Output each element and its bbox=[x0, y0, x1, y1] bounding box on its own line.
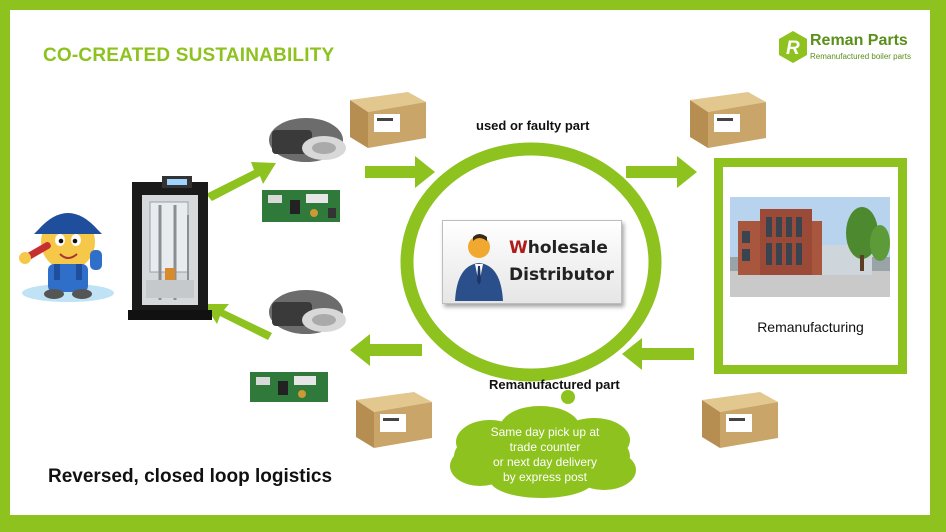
arrow-ring-to-bottom bbox=[350, 334, 422, 366]
box-top-left bbox=[350, 92, 426, 148]
cloud-line-1: Same day pick up at bbox=[490, 425, 600, 439]
pcb-part-bottom bbox=[250, 372, 328, 402]
factory-photo bbox=[730, 197, 890, 297]
page-title: CO-CREATED SUSTAINABILITY bbox=[43, 45, 335, 66]
arrow-top-to-box bbox=[365, 156, 435, 188]
diagram-graphics bbox=[19, 92, 778, 498]
cloud-line-3: or next day delivery bbox=[492, 455, 598, 469]
person-icon bbox=[455, 234, 503, 301]
cloud-bubble-small bbox=[561, 390, 575, 404]
delivery-cloud bbox=[450, 406, 636, 498]
reman-parts-logo: R Reman Parts Remanufactured boiler part… bbox=[778, 30, 928, 70]
distributor-first-letter: W bbox=[509, 238, 528, 258]
boiler-image bbox=[128, 176, 212, 320]
pcb-part-top bbox=[262, 190, 340, 222]
loop-ring bbox=[400, 142, 662, 382]
slide: CO-CREATED SUSTAINABILITY R Reman Parts … bbox=[10, 10, 930, 515]
arrow-bottom-to-boiler bbox=[204, 304, 272, 340]
distributor-line2: Distributor bbox=[509, 265, 614, 285]
remanufacturing-frame: Remanufacturing bbox=[714, 158, 907, 374]
delivery-cloud-text: Same day pick up at trade counter or nex… bbox=[465, 425, 625, 485]
wholesale-distributor-card: Wholesale Distributor bbox=[442, 220, 622, 304]
svg-text:R: R bbox=[786, 38, 800, 59]
footer-caption: Reversed, closed loop logistics bbox=[48, 466, 333, 487]
cloud-line-2: trade counter bbox=[509, 440, 581, 454]
fan-part-bottom bbox=[269, 290, 346, 334]
reman-part-label: Remanufactured part bbox=[489, 377, 620, 392]
arrow-ring-to-box bbox=[626, 156, 697, 188]
used-part-label: used or faulty part bbox=[476, 118, 590, 133]
remanufacturing-label: Remanufacturing bbox=[757, 319, 864, 335]
logo-name: Reman Parts bbox=[810, 32, 908, 49]
box-bottom-right bbox=[702, 392, 778, 448]
arrow-boiler-to-top bbox=[206, 162, 276, 201]
box-bottom-left bbox=[356, 392, 432, 448]
distributor-line1: holesale bbox=[527, 238, 608, 258]
cloud-line-4: by express post bbox=[502, 470, 588, 484]
fan-part-top bbox=[269, 118, 346, 162]
distributor-title: Wholesale Distributor bbox=[509, 235, 614, 289]
logo-mark-icon: R bbox=[779, 31, 807, 63]
box-top-right bbox=[690, 92, 766, 148]
plumber-mascot bbox=[19, 213, 114, 302]
arrow-reman-to-ring bbox=[622, 338, 694, 370]
logo-tagline: Remanufactured boiler parts bbox=[810, 52, 911, 61]
